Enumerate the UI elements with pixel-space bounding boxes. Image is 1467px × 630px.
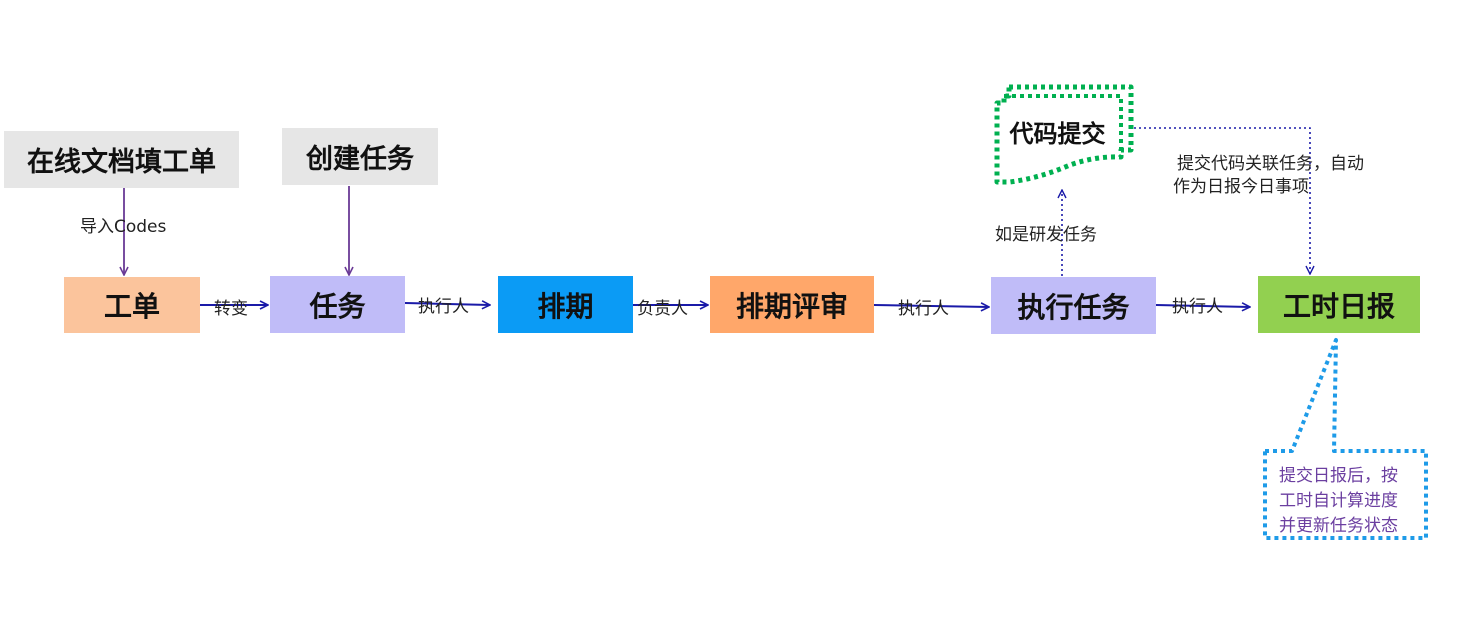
work-order-box[interactable]: 工单	[64, 277, 200, 333]
arrow-task-schedule	[404, 303, 490, 305]
arrow-codecommit-timesheet	[1134, 127, 1310, 274]
doc-fill-label: 在线文档填工单	[27, 147, 216, 178]
timesheet-box[interactable]: 工时日报	[1258, 276, 1420, 333]
code-commit-shape	[994, 84, 1134, 185]
execute-task-label: 执行任务	[1017, 290, 1130, 324]
edge-label-executor-2: 执行人	[898, 299, 949, 319]
arrow-execute-timesheet	[1155, 305, 1250, 307]
timesheet-callout-shape	[1263, 338, 1428, 540]
schedule-review-label: 排期评审	[735, 289, 848, 323]
task-label: 任务	[309, 289, 366, 323]
edge-label-import-codes: 导入Codes	[80, 217, 167, 237]
create-task-label: 创建任务	[306, 144, 414, 175]
timesheet-label: 工时日报	[1282, 289, 1395, 323]
schedule-label: 排期	[537, 289, 594, 323]
code-commit-label: 代码提交	[1009, 119, 1106, 148]
callout-line2: 工时自计算进度	[1279, 491, 1398, 511]
edge-label-executor-3: 执行人	[1172, 297, 1223, 317]
schedule-box[interactable]: 排期	[498, 276, 633, 333]
code-commit-note: 提交代码关联任务，自动 作为日报今日事项	[1173, 153, 1364, 199]
timesheet-callout-text: 提交日报后，按 工时自计算进度 并更新任务状态	[1279, 464, 1398, 539]
callout-line1: 提交日报后，按	[1279, 466, 1398, 486]
task-box[interactable]: 任务	[270, 276, 405, 333]
schedule-review-box[interactable]: 排期评审	[710, 276, 874, 333]
arrow-review-execute	[873, 305, 989, 307]
edge-label-transfer: 转变	[214, 299, 248, 319]
edge-label-executor-1: 执行人	[418, 297, 469, 317]
edge-label-if-dev-task: 如是研发任务	[995, 225, 1097, 245]
create-task-box[interactable]: 创建任务	[282, 128, 438, 185]
work-order-label: 工单	[103, 290, 160, 323]
edge-label-owner: 负责人	[637, 299, 688, 319]
code-commit-box[interactable]: 代码提交	[1000, 112, 1115, 150]
execute-task-box[interactable]: 执行任务	[991, 277, 1156, 334]
callout-line3: 并更新任务状态	[1279, 516, 1398, 536]
code-commit-note-line1: 提交代码关联任务，自动	[1177, 154, 1364, 174]
code-commit-note-line2: 作为日报今日事项	[1173, 177, 1309, 197]
doc-fill-box[interactable]: 在线文档填工单	[4, 131, 239, 188]
